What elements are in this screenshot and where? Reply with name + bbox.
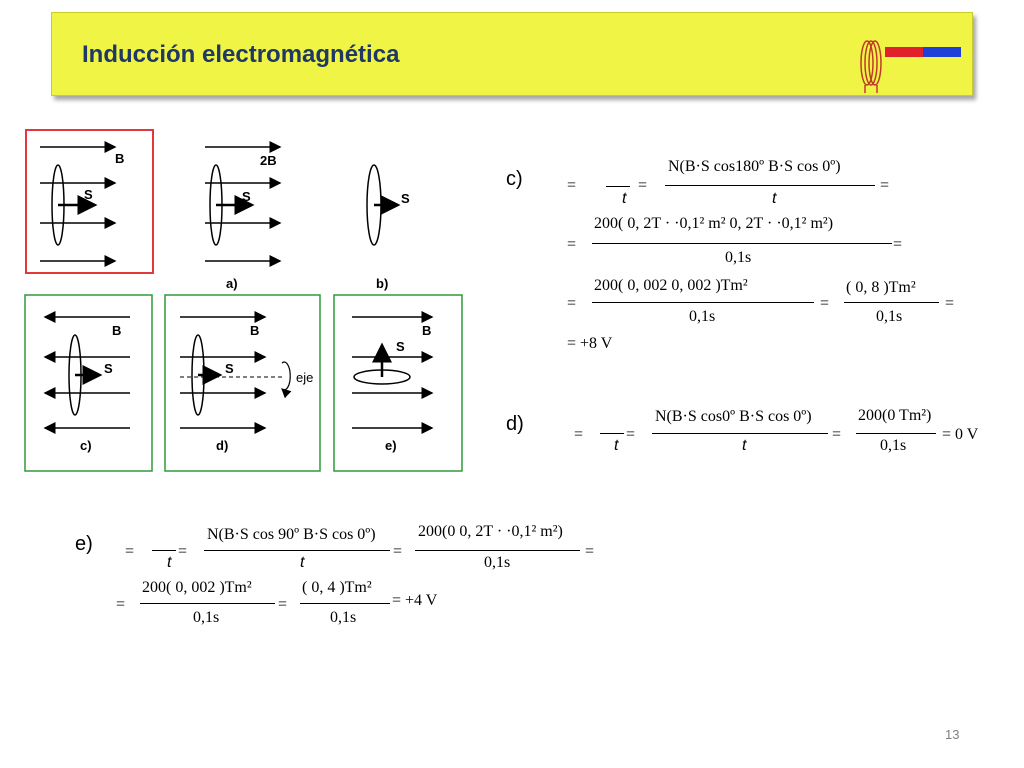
d-eq: = xyxy=(574,426,584,443)
c1-frac-line xyxy=(665,185,875,186)
figure-c-box xyxy=(24,294,153,472)
d-eq2: = xyxy=(626,426,636,443)
d-minus-line xyxy=(600,433,624,434)
c2-frac-line xyxy=(592,243,892,244)
figure-a-field-label: B xyxy=(115,151,124,166)
e2-result: = +4 V xyxy=(392,592,438,609)
section-e-label: e) xyxy=(75,533,93,555)
figure-a-double-field-label: 2B xyxy=(260,153,277,168)
figure-e-surface-label: S xyxy=(396,339,405,354)
c2-eq2: = xyxy=(893,236,903,253)
c2-num: 200( 0, 2T · ·0,1² m² 0, 2T · ·0,1² m²) xyxy=(594,215,834,232)
figure-d-box xyxy=(164,294,321,472)
c3-eq: = xyxy=(567,295,577,312)
e2b-frac-line xyxy=(300,603,390,604)
e-minus-line xyxy=(152,550,176,551)
figure-e-field-label: B xyxy=(422,323,431,338)
label-b: b) xyxy=(376,276,388,291)
e-eq3: = xyxy=(393,543,403,560)
e-den: t xyxy=(300,554,305,571)
figure-e-box xyxy=(333,294,463,472)
e2-eq: = xyxy=(116,596,126,613)
c3b-frac-line xyxy=(844,302,939,303)
c1-minus-line xyxy=(606,186,630,187)
c3-eq3: = xyxy=(945,295,955,312)
e-eq4: = xyxy=(585,543,595,560)
e2-num: 200( 0, 002 )Tm² xyxy=(142,579,252,596)
d-minus-den: t xyxy=(614,437,619,454)
e-num2: 200(0 0, 2T · ·0,1² m²) xyxy=(418,523,563,540)
c1-den: t xyxy=(772,190,777,207)
c3-eq2: = xyxy=(820,295,830,312)
page-number: 13 xyxy=(945,727,960,742)
e2b-num: ( 0, 4 )Tm² xyxy=(302,579,372,596)
figure-d-field-label: B xyxy=(250,323,259,338)
coil-magnet-icon xyxy=(860,40,961,93)
slide-title: Inducción electromagnética xyxy=(82,41,400,68)
section-c-label: c) xyxy=(506,168,523,190)
figure-d-surface-label: S xyxy=(225,361,234,376)
d-den2: 0,1s xyxy=(880,437,907,454)
c3-den: 0,1s xyxy=(689,308,716,325)
figure-c-field-label: B xyxy=(112,323,121,338)
c4-result: = +8 V xyxy=(567,335,613,352)
d-num2: 200(0 Tm²) xyxy=(858,407,932,424)
e-minus-den: t xyxy=(167,554,172,571)
d-eq3: = xyxy=(832,426,842,443)
e-den2: 0,1s xyxy=(484,554,511,571)
label-e: e) xyxy=(385,438,397,453)
figure-d-axis-label: eje xyxy=(296,370,313,385)
e-frac-line2 xyxy=(415,550,580,551)
figure-a-double xyxy=(205,141,282,267)
figure-a xyxy=(40,141,117,267)
label-d: d) xyxy=(216,438,228,453)
d-result: = 0 V xyxy=(942,426,979,443)
c3b-den: 0,1s xyxy=(876,308,903,325)
d-frac-line2 xyxy=(856,433,936,434)
figure-b xyxy=(366,164,401,246)
figure-e xyxy=(352,311,434,434)
d-num: N(B·S cos0º B·S cos 0º) xyxy=(655,408,812,425)
section-d-label: d) xyxy=(506,413,524,435)
d-den: t xyxy=(742,437,747,454)
c3-frac-line xyxy=(592,302,814,303)
e2-den: 0,1s xyxy=(193,609,220,626)
e-frac-line xyxy=(204,550,390,551)
figure-a-box xyxy=(25,129,154,274)
c2-den: 0,1s xyxy=(725,249,752,266)
c1-eq: = xyxy=(567,177,577,194)
e2-eq2: = xyxy=(278,596,288,613)
e-eq2: = xyxy=(178,543,188,560)
label-a: a) xyxy=(226,276,238,291)
figure-c-surface-label: S xyxy=(104,361,113,376)
c1-eq2: = xyxy=(638,177,648,194)
e-num: N(B·S cos 90º B·S cos 0º) xyxy=(207,526,376,543)
figure-a-double-surface-label: S xyxy=(242,189,251,204)
figure-a-surface-label: S xyxy=(84,187,93,202)
c2-eq: = xyxy=(567,236,577,253)
title-bar: Inducción electromagnética xyxy=(51,12,973,96)
c1-num: N(B·S cos180º B·S cos 0º) xyxy=(668,158,841,175)
e2b-den: 0,1s xyxy=(330,609,357,626)
c3-num: 200( 0, 002 0, 002 )Tm² xyxy=(594,277,748,294)
c1-minus-den: t xyxy=(622,190,627,207)
label-c: c) xyxy=(80,438,92,453)
e-eq: = xyxy=(125,543,135,560)
figure-b-surface-label: S xyxy=(401,191,410,206)
c1-eq3: = xyxy=(880,177,890,194)
e2-frac-line xyxy=(140,603,275,604)
flux-figures: B S 2B S a) S b) B S c) xyxy=(24,129,463,472)
c3b-num: ( 0, 8 )Tm² xyxy=(846,279,916,296)
d-frac-line xyxy=(652,433,828,434)
figure-c xyxy=(43,311,130,434)
figure-d xyxy=(180,311,292,434)
